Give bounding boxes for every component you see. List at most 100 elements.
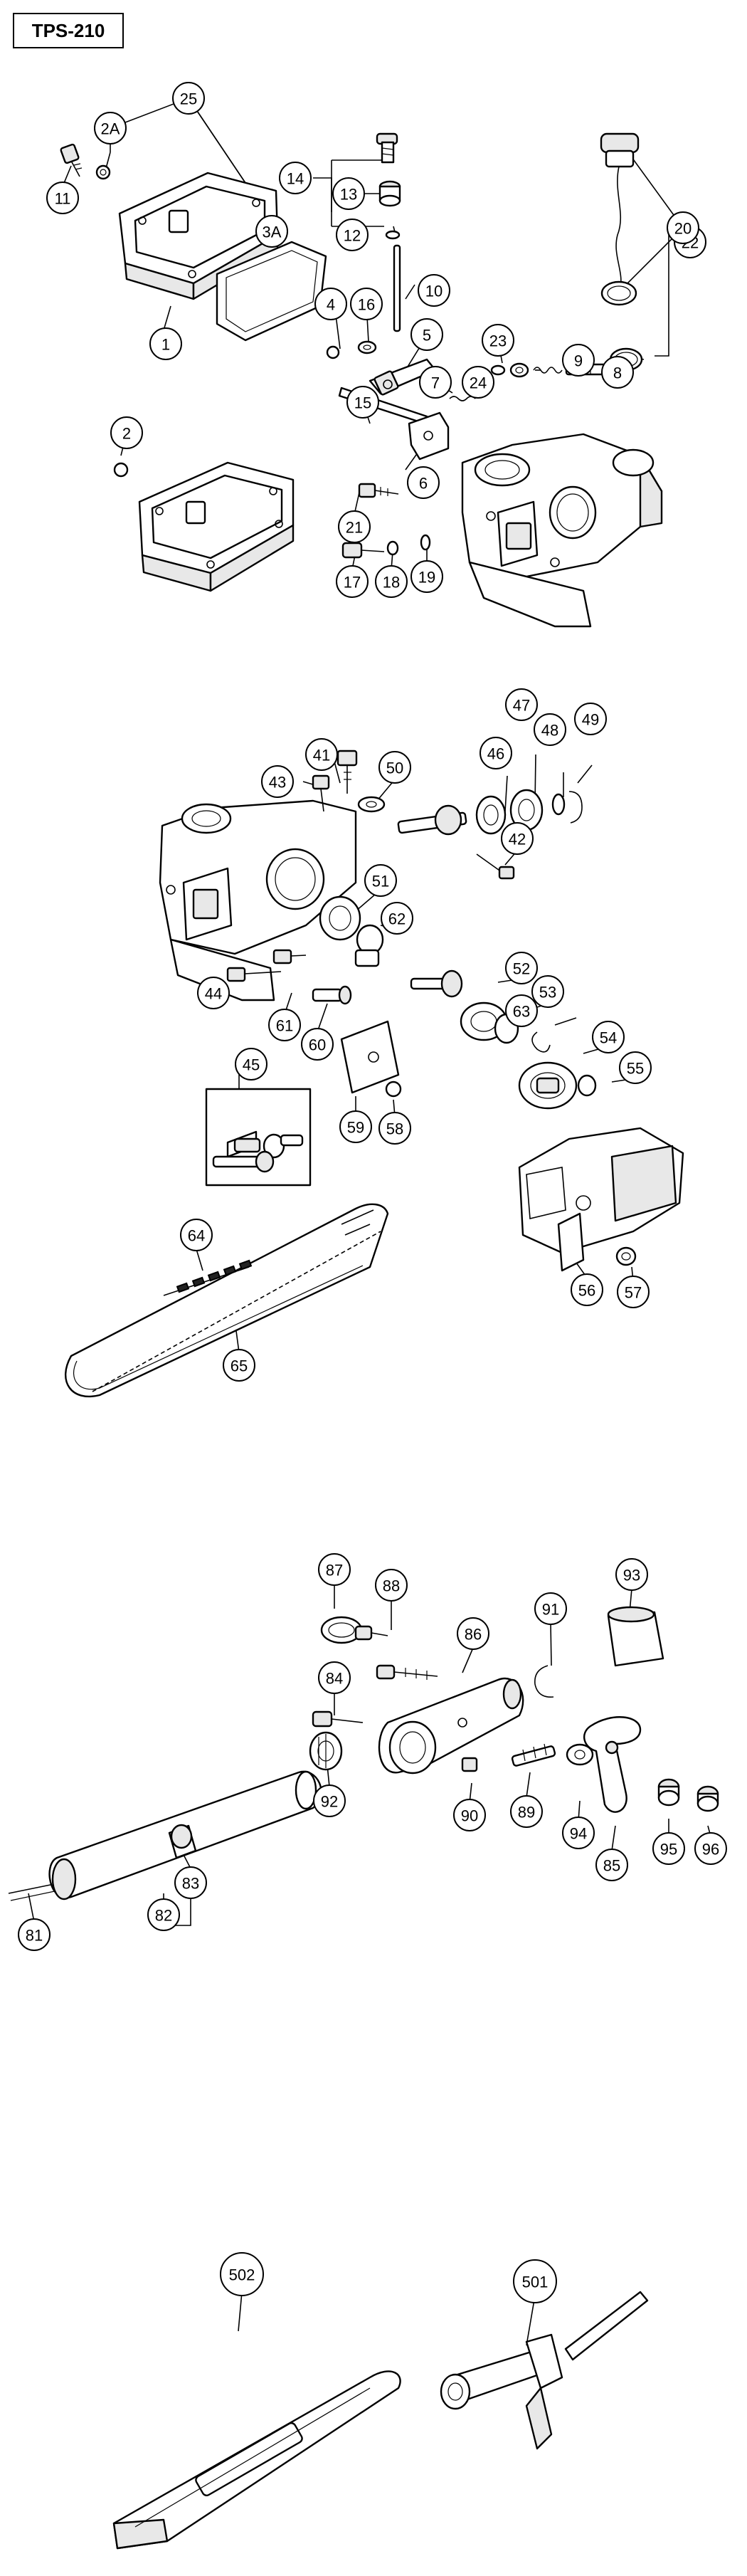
part-4-ball — [326, 345, 340, 359]
callout-6: 6 — [407, 466, 440, 499]
part-16-collar — [357, 340, 377, 354]
callout-9: 9 — [562, 344, 595, 377]
callout-55: 55 — [619, 1051, 652, 1084]
part-23-washer — [509, 362, 529, 378]
part-2a-washer — [95, 164, 111, 180]
part-51-bearing — [319, 895, 361, 941]
callout-label: 94 — [570, 1825, 587, 1843]
callout-label: 45 — [243, 1056, 260, 1074]
callout-label: 21 — [346, 519, 363, 537]
callout-63: 63 — [505, 994, 538, 1027]
part-3a-gasket — [216, 241, 327, 342]
callout-label: 2A — [101, 120, 120, 138]
part-14-plug — [376, 132, 398, 164]
part-24-spacer — [490, 364, 506, 376]
callout-52: 52 — [505, 952, 538, 984]
part-65-guide-bar — [64, 1203, 389, 1397]
callout-label: 17 — [344, 574, 361, 592]
part-56-sprocket-cover — [518, 1127, 684, 1272]
callout-21: 21 — [338, 510, 371, 543]
callout-label: 41 — [313, 747, 330, 764]
part-49-snap-ring — [568, 791, 583, 824]
callout-label: 2 — [122, 425, 131, 443]
callout-61: 61 — [268, 1009, 301, 1041]
callout-59: 59 — [339, 1110, 372, 1143]
part-96-nut — [696, 1785, 719, 1812]
part-44-bolt — [226, 967, 282, 982]
callout-65: 65 — [223, 1349, 255, 1382]
callout-label: 85 — [603, 1857, 620, 1875]
callout-label: 86 — [465, 1626, 482, 1644]
callout-64: 64 — [180, 1219, 213, 1251]
callout-82: 82 — [147, 1898, 180, 1931]
callout-label: 1 — [161, 336, 170, 354]
part-60-shaft — [312, 985, 352, 1005]
part-17-bolt — [341, 542, 385, 559]
section-sprocket-bar — [64, 750, 684, 1397]
callout-56: 56 — [571, 1273, 603, 1306]
callout-43: 43 — [261, 765, 294, 798]
callout-96: 96 — [694, 1832, 727, 1865]
part-501-wrench — [440, 2291, 649, 2450]
callout-83: 83 — [174, 1866, 207, 1899]
section-tools — [112, 2291, 649, 2550]
part-11-screw — [60, 143, 83, 177]
callout-label: 93 — [623, 1567, 640, 1584]
part-89-bolt — [511, 1743, 556, 1767]
gear-shaft — [397, 804, 467, 836]
part-41-bolt — [337, 750, 358, 794]
callout-48: 48 — [534, 713, 566, 746]
callout-11: 11 — [46, 182, 79, 214]
callout-47: 47 — [505, 688, 538, 721]
part-85-knob — [583, 1716, 642, 1813]
part-83-clamp — [168, 1824, 197, 1859]
callout-label: 48 — [541, 722, 558, 740]
part-502-bar-cover — [112, 2370, 401, 2550]
callout-label: 25 — [180, 90, 197, 108]
callout-label: 62 — [388, 910, 406, 928]
callout-90: 90 — [453, 1799, 486, 1831]
part-6-bracket — [408, 411, 450, 461]
callout-label: 43 — [269, 774, 286, 792]
part-20-oil-cap — [600, 132, 640, 306]
callout-label: 57 — [625, 1284, 642, 1302]
callout-17: 17 — [336, 565, 369, 598]
callout-label: 64 — [188, 1227, 205, 1245]
part-2-cover-assembly — [138, 461, 295, 592]
callout-label: 16 — [358, 296, 375, 314]
callout-91: 91 — [534, 1592, 567, 1625]
gear-case-body-2 — [159, 799, 357, 1002]
leader-502 — [238, 2291, 243, 2332]
part-57-nut — [615, 1246, 637, 1266]
part-1-cover — [118, 172, 279, 300]
part-58-nut — [385, 1081, 402, 1098]
callout-label: 501 — [522, 2273, 549, 2291]
part-54-clutch-drum — [518, 1061, 578, 1110]
callout-label: 9 — [574, 352, 583, 370]
callout-10: 10 — [418, 274, 450, 307]
part-90-nut — [461, 1757, 478, 1772]
callout-label: 55 — [627, 1060, 644, 1078]
part-86-handle-housing — [378, 1677, 524, 1775]
callout-7: 7 — [419, 366, 452, 399]
callout-label: 47 — [513, 697, 530, 715]
callout-84: 84 — [318, 1661, 351, 1694]
callout-86: 86 — [457, 1617, 489, 1650]
callout-51: 51 — [364, 864, 397, 897]
part-8-spring — [533, 367, 563, 374]
callout-label: 50 — [386, 759, 403, 777]
part-43-bolt — [312, 774, 330, 812]
callout-label: 13 — [340, 186, 357, 204]
callout-23: 23 — [482, 324, 514, 357]
callout-24: 24 — [462, 366, 494, 399]
callout-label: 81 — [26, 1927, 43, 1945]
callout-93: 93 — [615, 1558, 648, 1591]
callout-44: 44 — [197, 977, 230, 1009]
callout-501: 501 — [513, 2259, 557, 2303]
callout-label: 58 — [386, 1120, 403, 1138]
callout-50: 50 — [378, 751, 411, 784]
callout-92: 92 — [313, 1784, 346, 1817]
callout-label: 49 — [582, 711, 599, 729]
